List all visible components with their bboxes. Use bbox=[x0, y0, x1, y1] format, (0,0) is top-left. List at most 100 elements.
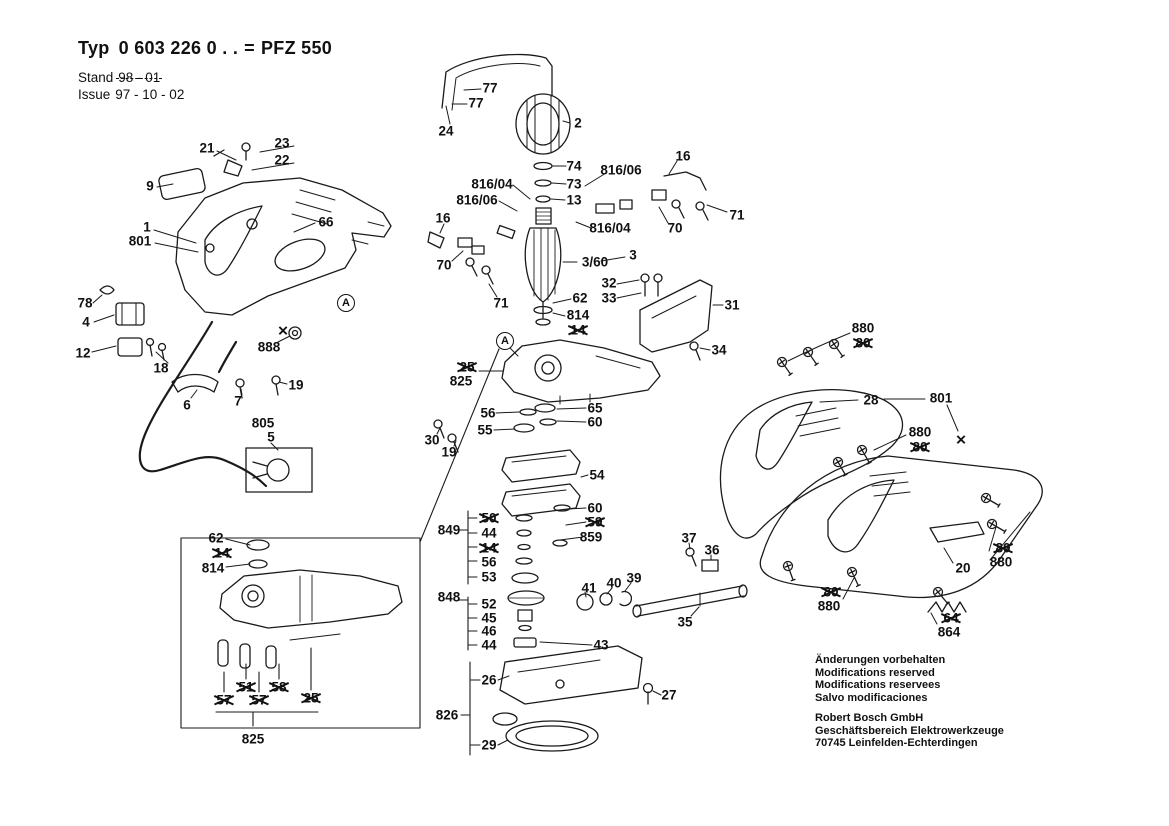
part-number-label: 55 bbox=[477, 422, 493, 438]
part-number-label: 816/06 bbox=[456, 192, 498, 208]
lever-and-screws bbox=[171, 373, 281, 399]
issue-label: Issue bbox=[78, 87, 111, 102]
part-number-label: 31 bbox=[724, 297, 740, 313]
stand-label: Stand bbox=[78, 70, 114, 85]
seal-ring bbox=[492, 712, 599, 752]
brush-holder-parts bbox=[99, 285, 167, 361]
part-number-label: 801 bbox=[128, 233, 152, 249]
legal-line: Robert Bosch GmbH bbox=[815, 712, 924, 724]
part-number-label: 23 bbox=[274, 135, 290, 151]
part-number-label: 21 bbox=[199, 140, 215, 156]
switch-parts-left bbox=[427, 224, 516, 285]
washer-stack-top bbox=[533, 161, 553, 203]
part-number-label: 77 bbox=[482, 80, 498, 96]
part-number-label: 57 bbox=[251, 692, 267, 708]
part-number-label: 46 bbox=[481, 623, 497, 639]
issue-value: 97 - 10 - 02 bbox=[115, 87, 185, 102]
part-number-label: 30 bbox=[424, 432, 440, 448]
part-number-label: 22 bbox=[274, 152, 290, 168]
part-number-label: 58 bbox=[271, 679, 287, 695]
part-number-label: 4 bbox=[82, 314, 90, 330]
part-number-label: 32 bbox=[601, 275, 617, 291]
part-number-label: 848 bbox=[437, 589, 461, 605]
part-number-label: 53 bbox=[481, 569, 497, 585]
part-number-label: 816/04 bbox=[471, 176, 513, 192]
switch-parts-right bbox=[595, 171, 709, 221]
laminate-plates bbox=[501, 449, 581, 517]
base-plate bbox=[499, 645, 654, 705]
leader-lines bbox=[91, 88, 997, 746]
part-number-label: 57 bbox=[216, 692, 232, 708]
part-number-label: 826 bbox=[435, 707, 459, 723]
screws-32-33 bbox=[640, 273, 663, 297]
part-number-label: 40 bbox=[606, 575, 622, 591]
part-number-label: 35 bbox=[677, 614, 693, 630]
part-number-label: 805 bbox=[251, 415, 275, 431]
part-number-label: 28 bbox=[863, 392, 879, 408]
drive-shaft bbox=[632, 584, 748, 618]
part-number-label: 44 bbox=[481, 525, 497, 541]
part-number-label: 880 bbox=[851, 320, 875, 336]
part-number-label: 26 bbox=[481, 672, 497, 688]
part-number-label: 71 bbox=[729, 207, 745, 223]
legal-line: Modifications reserved bbox=[815, 666, 935, 679]
part-number-label: 56 bbox=[480, 405, 496, 421]
part-number-label: 80 bbox=[912, 439, 928, 455]
housing-shell-rear bbox=[719, 389, 904, 539]
part-number-label: 56 bbox=[481, 554, 497, 570]
part-number-label: 9 bbox=[146, 178, 154, 194]
part-number-label: 51 bbox=[238, 679, 254, 695]
part-number-label: 814 bbox=[201, 560, 225, 576]
part-number-label: 849 bbox=[437, 522, 461, 538]
part-number-label: 864 bbox=[937, 624, 961, 640]
part-number-label: 880 bbox=[989, 554, 1013, 570]
part-number-label: 825 bbox=[241, 731, 265, 747]
part-number-label: 24 bbox=[438, 123, 454, 139]
part-number-label: 7 bbox=[234, 393, 242, 409]
part-number-label: 44 bbox=[481, 637, 497, 653]
legal-line: Änderungen vorbehalten bbox=[815, 654, 946, 666]
part-number-label: 80 bbox=[995, 540, 1011, 556]
part-number-label: 74 bbox=[566, 158, 582, 174]
part-number-label: 59 bbox=[587, 514, 603, 530]
spring bbox=[927, 601, 967, 613]
part-number-label: 77 bbox=[468, 95, 484, 111]
legal-line: 70745 Leinfelden-Echterdingen bbox=[815, 737, 978, 749]
part-number-label: 80 bbox=[855, 335, 871, 351]
part-number-label: 70 bbox=[436, 257, 452, 273]
part-number-label: 50 bbox=[481, 510, 497, 526]
legal-line: Salvo modificaciones bbox=[815, 691, 928, 704]
part-number-label: 25 bbox=[303, 690, 319, 706]
part-number-label: 64 bbox=[943, 610, 959, 626]
stator-assembly bbox=[441, 53, 571, 155]
gear-housing bbox=[501, 339, 661, 405]
part-number-label: 16 bbox=[675, 148, 691, 164]
part-number-label: 816/04 bbox=[589, 220, 631, 236]
cover-plate bbox=[158, 167, 206, 201]
clip-and-screws-top-left bbox=[213, 142, 251, 177]
part-number-label: 20 bbox=[955, 560, 971, 576]
part-number-label: 29 bbox=[481, 737, 497, 753]
part-number-label: 801 bbox=[929, 390, 953, 406]
part-number-label: 70 bbox=[667, 220, 683, 236]
part-number-label: 52 bbox=[481, 596, 497, 612]
part-number-label: 6 bbox=[183, 397, 191, 413]
part-number-label: 65 bbox=[587, 400, 603, 416]
part-number-label: 73 bbox=[566, 176, 582, 192]
part-number-label: 39 bbox=[626, 570, 642, 586]
typ-label: Typ bbox=[78, 38, 110, 58]
legal-line: Modifications reservees bbox=[815, 679, 941, 691]
grommet bbox=[288, 326, 302, 340]
part-number-label: 62 bbox=[572, 290, 588, 306]
armature bbox=[524, 207, 562, 326]
gear-stack bbox=[507, 504, 571, 648]
part-number-label: 2 bbox=[574, 115, 582, 131]
superseded-mark: ✕ bbox=[277, 323, 289, 339]
view-marker: A bbox=[337, 294, 355, 312]
